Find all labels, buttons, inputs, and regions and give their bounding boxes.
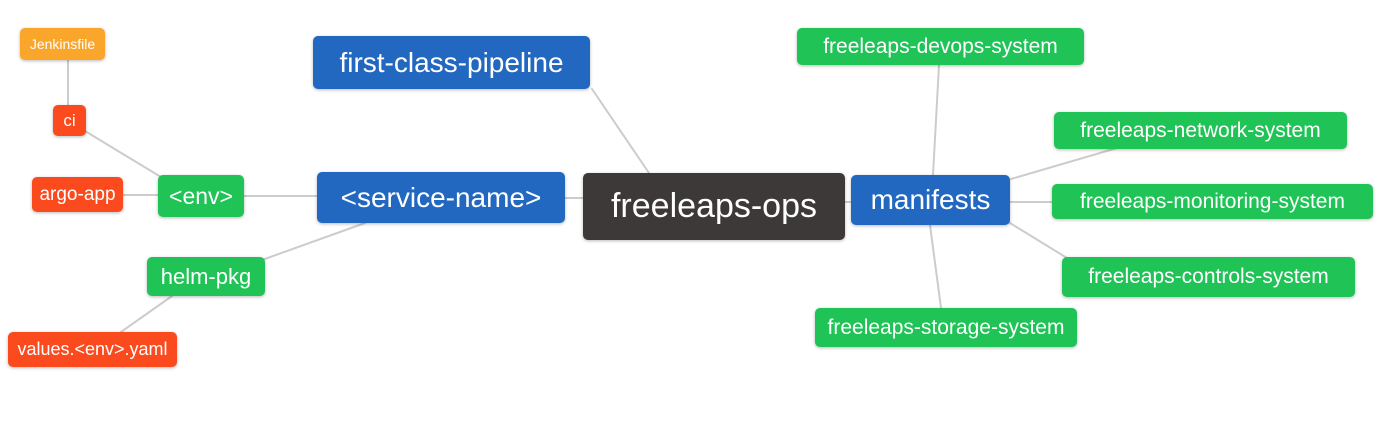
node-freeleaps-monitoring-system[interactable]: freeleaps-monitoring-system <box>1052 184 1373 219</box>
edge-service-name-helm-pkg <box>261 222 366 261</box>
edge-helm-pkg-values <box>120 295 173 333</box>
edge-manifests-devops <box>932 64 940 176</box>
node-values-env-yaml[interactable]: values.<env>.yaml <box>8 332 177 367</box>
edge-manifests-storage <box>929 224 942 309</box>
node-freeleaps-storage-system[interactable]: freeleaps-storage-system <box>815 308 1077 347</box>
edge-manifests-network <box>1010 147 1118 180</box>
edge-manifests-controls <box>1009 222 1068 259</box>
node-helm-pkg[interactable]: helm-pkg <box>147 257 265 296</box>
node-freeleaps-controls-system[interactable]: freeleaps-controls-system <box>1062 257 1355 297</box>
edge-ci-env <box>84 130 162 178</box>
node-freeleaps-devops-system[interactable]: freeleaps-devops-system <box>797 28 1084 65</box>
node-argo-app[interactable]: argo-app <box>32 177 123 212</box>
edge-pipeline-root <box>591 88 650 174</box>
node-manifests[interactable]: manifests <box>851 175 1010 225</box>
node-env[interactable]: <env> <box>158 175 244 217</box>
node-freeleaps-network-system[interactable]: freeleaps-network-system <box>1054 112 1347 149</box>
node-service-name[interactable]: <service-name> <box>317 172 565 223</box>
node-jenkinsfile[interactable]: Jenkinsfile <box>20 28 105 60</box>
node-first-class-pipeline[interactable]: first-class-pipeline <box>313 36 590 89</box>
node-ci[interactable]: ci <box>53 105 86 136</box>
node-freeleaps-ops-root[interactable]: freeleaps-ops <box>583 173 845 240</box>
